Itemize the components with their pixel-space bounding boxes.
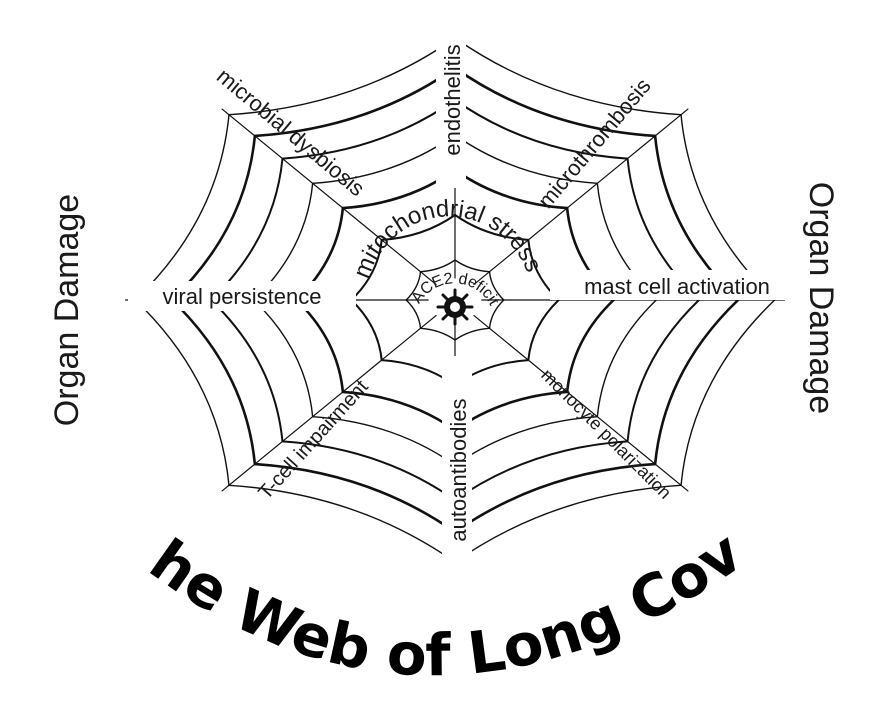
web-thread bbox=[420, 328, 455, 340]
web-thread bbox=[455, 485, 681, 562]
web-thread bbox=[172, 136, 255, 300]
spoke-label-autoantibodies: autoantibodies bbox=[446, 398, 471, 541]
web-thread bbox=[455, 260, 490, 272]
web-thread bbox=[681, 300, 775, 485]
web-thread bbox=[455, 464, 655, 532]
spoke-label-microbial-dysbiosis: microbial dysbiosis bbox=[212, 63, 370, 201]
web-thread bbox=[406, 300, 420, 328]
web-thread bbox=[528, 300, 558, 360]
spoke-label-viral-persistence: viral persistence bbox=[163, 284, 322, 309]
web-thread bbox=[172, 300, 255, 464]
web-thread bbox=[455, 38, 681, 115]
organ-damage-left-label: Organ Damage bbox=[48, 194, 86, 426]
web-thread bbox=[135, 115, 229, 300]
spoke-label-endothelitis: endothelitis bbox=[440, 44, 465, 155]
web-thread bbox=[296, 300, 342, 392]
web-thread bbox=[597, 300, 656, 417]
web-thread bbox=[567, 300, 613, 392]
organ-damage-right-label: Organ Damage bbox=[802, 182, 840, 414]
web-thread bbox=[135, 300, 229, 485]
virus-icon bbox=[438, 290, 472, 324]
web-thread bbox=[254, 300, 313, 417]
center-ring-label: mitochondrial stress bbox=[348, 195, 547, 282]
web-thread bbox=[455, 328, 490, 340]
web-thread bbox=[655, 300, 738, 464]
spoke-label-microthrombosis: microthrombosis bbox=[533, 73, 656, 213]
spoke-label-mast-cell-activation: mast cell activation bbox=[584, 274, 770, 299]
web-thread bbox=[455, 417, 597, 465]
web-thread bbox=[420, 260, 455, 272]
